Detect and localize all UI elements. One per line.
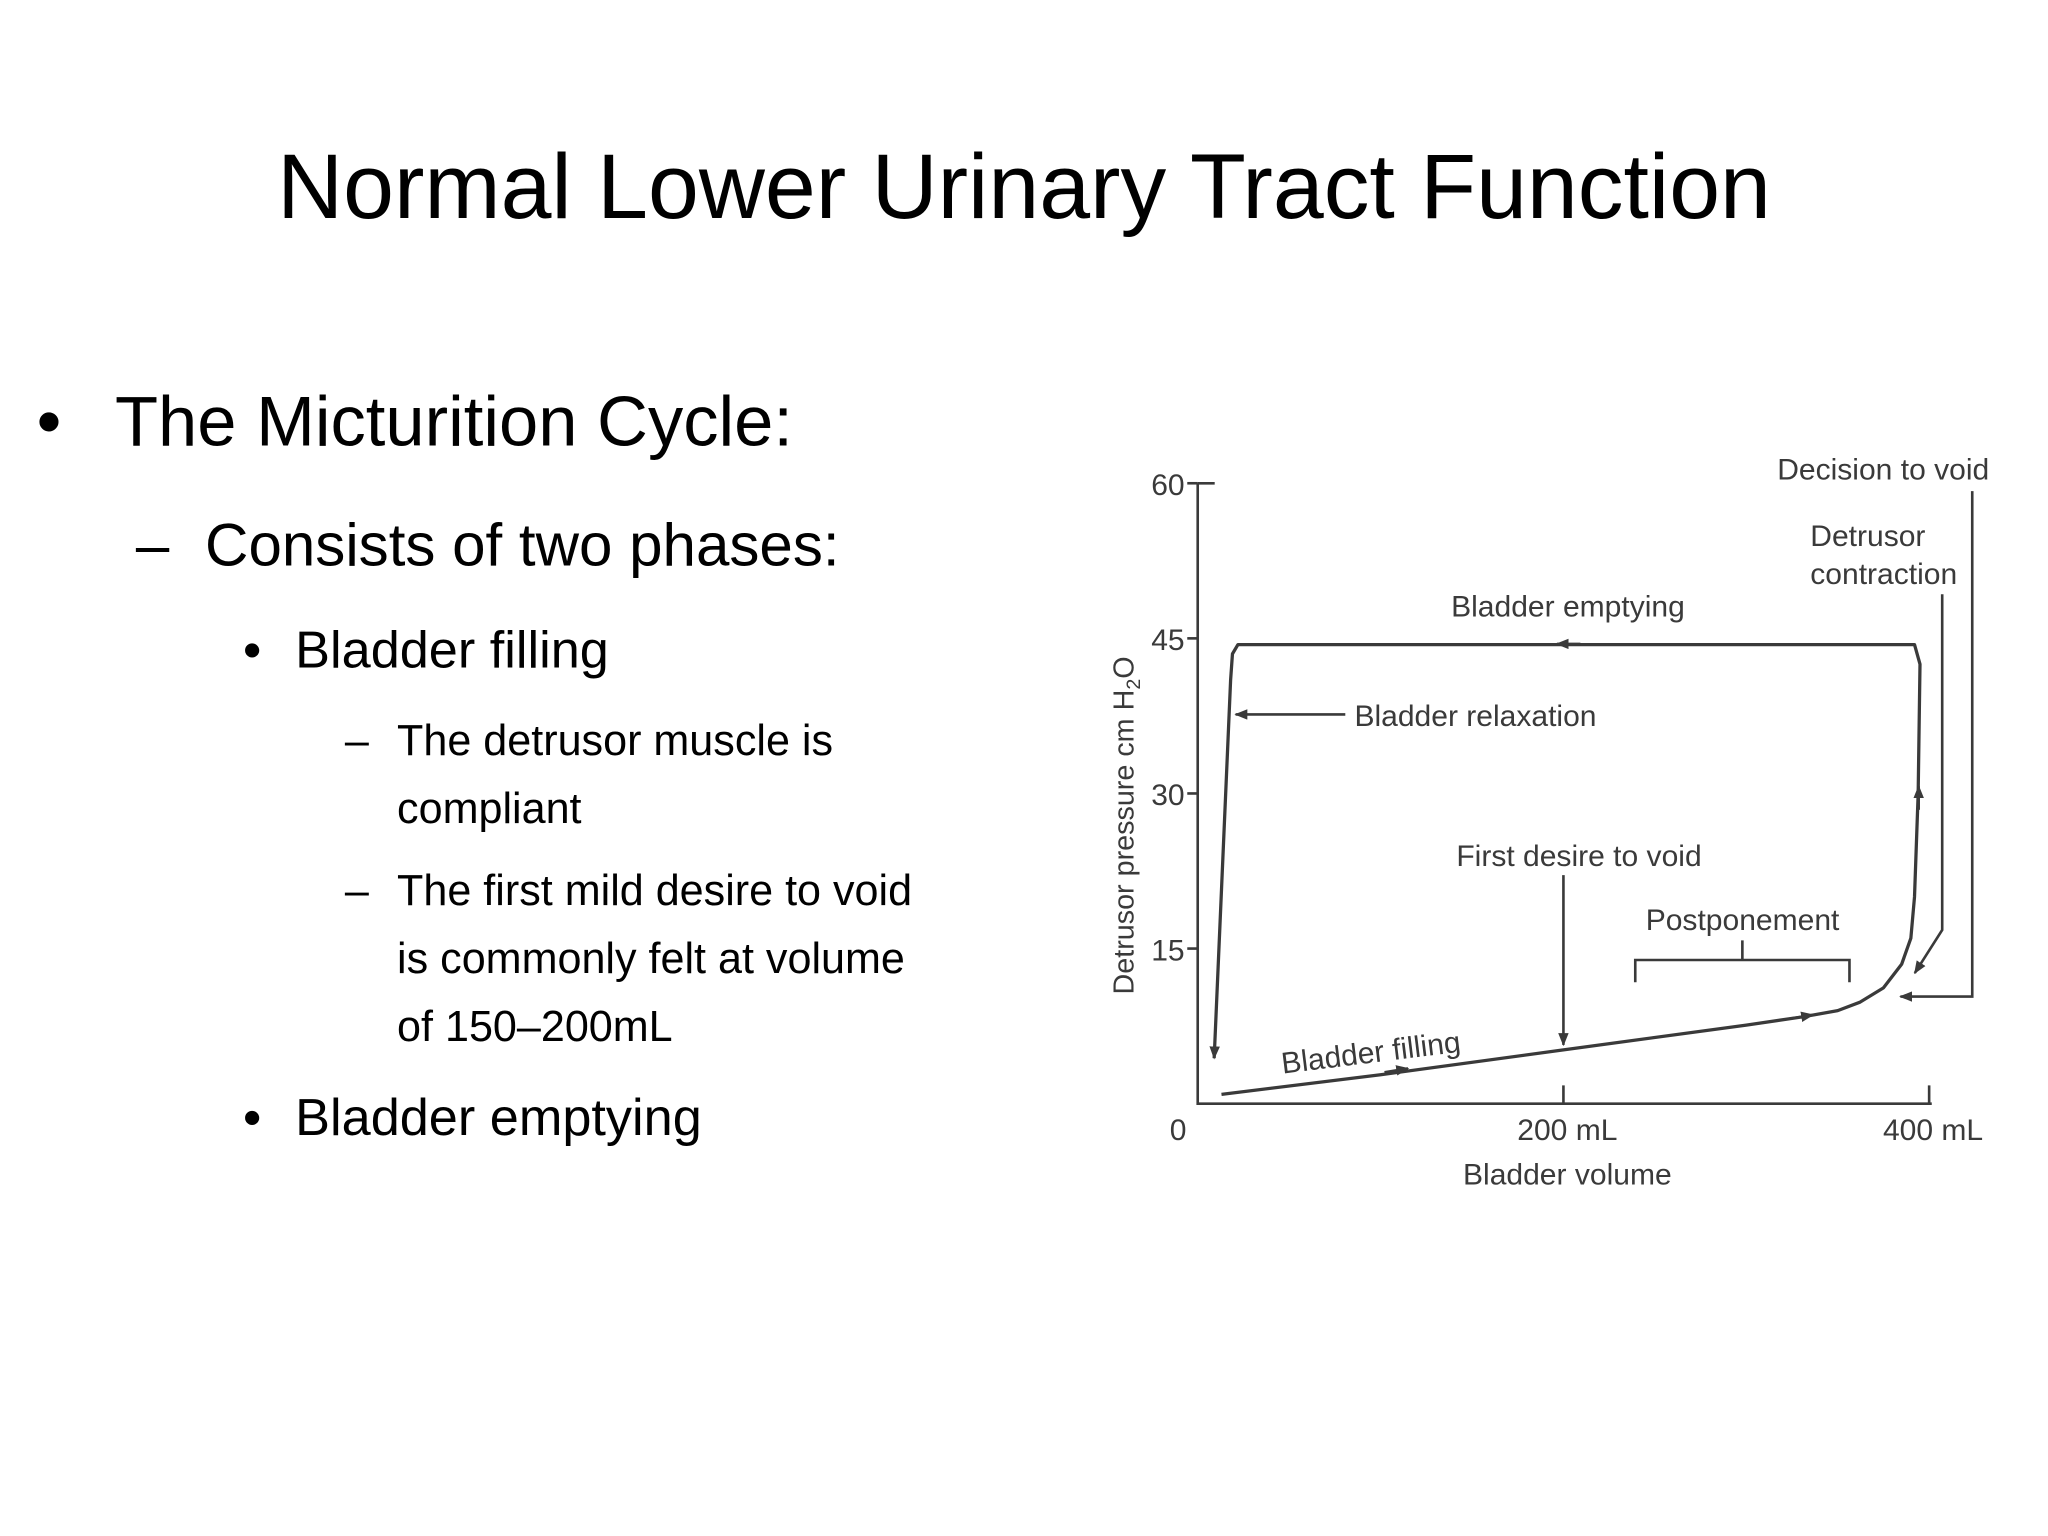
dash-marker: – (344, 865, 369, 915)
x-tick-label: 400 mL (1883, 1114, 1983, 1147)
direction-arrow (1384, 1065, 1410, 1076)
bullet-marker: • (36, 382, 62, 462)
postponement-bracket (1633, 940, 1851, 983)
annotation-bladder-relaxation: Bladder relaxation (1354, 700, 1596, 733)
detrusor-contraction-pointer (1913, 594, 1944, 975)
bullet-marker: • (242, 621, 262, 680)
bullet-micturition-cycle: The Micturition Cycle: (114, 382, 794, 462)
y-tick-label: 15 (1151, 934, 1184, 967)
annotation-contraction: contraction (1810, 558, 1957, 591)
bullet-two-phases: Consists of two phases: (205, 510, 840, 579)
x-tick-label: 0 (1170, 1114, 1187, 1147)
detrusor-line-1: The detrusor muscle is (397, 715, 834, 765)
detrusor-line-2: compliant (397, 783, 582, 832)
first-desire-line-3: of 150–200mL (397, 1001, 673, 1051)
decision-to-void-pointer (1899, 491, 1974, 1002)
annotation-first-desire: First desire to void (1456, 840, 1701, 873)
annotation-detrusor: Detrusor (1810, 520, 1925, 553)
annotation-decision-to-void: Decision to void (1777, 453, 1989, 486)
y-tick-label: 30 (1151, 779, 1184, 812)
annotation-bladder-filling: Bladder filling (1279, 1026, 1462, 1081)
y-tick-label: 45 (1151, 624, 1184, 657)
bullet-bladder-filling: Bladder filling (295, 621, 609, 680)
y-tick-label: 60 (1151, 469, 1184, 502)
annotation-postponement: Postponement (1646, 904, 1840, 937)
annotation-bladder-emptying: Bladder emptying (1451, 590, 1685, 623)
slide-title: Normal Lower Urinary Tract Function (277, 135, 1771, 238)
first-desire-line-1: The first mild desire to void (397, 865, 913, 915)
direction-arrow (1789, 1011, 1815, 1022)
micturition-cycle-curve (1209, 642, 1922, 1096)
dash-marker: – (344, 715, 369, 765)
first-desire-line-2: is commonly felt at volume (397, 933, 905, 983)
x-tick-label: 200 mL (1517, 1114, 1617, 1147)
bullet-marker: • (242, 1089, 262, 1147)
bullet-bladder-emptying: Bladder emptying (295, 1089, 702, 1147)
dash-marker: – (135, 510, 170, 579)
x-axis-label: Bladder volume (1463, 1159, 1672, 1192)
axis-lines (1196, 483, 1932, 1105)
y-axis-label: Detrusor pressure cm H2O (1109, 656, 1146, 994)
